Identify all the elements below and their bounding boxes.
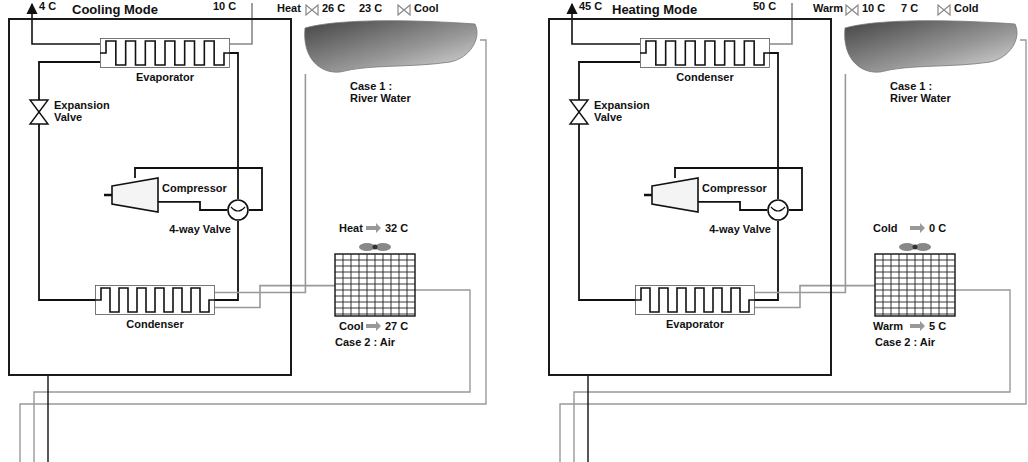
air-coil: Case 2 : Air [875,240,955,316]
flow-label: Warm [812,2,844,14]
river-water-symbol [300,18,480,74]
water-pipe [215,286,335,308]
refrigerant-pipe [698,202,767,210]
component-label: Case 2 : Air [335,336,395,348]
heat-exchanger: Evaporator [635,285,755,315]
heat-exchanger-symbol [100,38,230,68]
expansion-valve: Expansion Valve [30,100,48,124]
temperature-label: 7 C [900,2,919,14]
component-label: 4-way Valve [681,223,771,235]
compressor-symbol [112,178,158,212]
component-label: Expansion Valve [594,99,656,123]
component-label: Case 1 : River Water [890,80,962,104]
flow-label: Cool [413,2,439,14]
water-pipe [755,286,875,308]
flow-label: Cold [953,2,979,14]
temperature-label: 0 C [928,222,947,234]
temperature-label: 4 C [38,0,57,12]
refrigerant-pipe [579,124,635,300]
flow-label: Cold [872,222,898,234]
four-way-valve: 4-way Valve [767,199,789,221]
mode-title: Heating Mode [612,2,697,17]
expansion-valve: Expansion Valve [570,100,588,124]
temperature-label: 32 C [384,222,409,234]
heat-exchanger-symbol [635,285,755,315]
component-label: Evaporator [100,71,230,83]
heat-exchanger: Evaporator [100,38,230,68]
four-way-valve-symbol [767,199,789,221]
component-label: Evaporator [635,318,755,330]
mode-title: Cooling Mode [72,2,158,17]
four-way-valve-symbol [227,199,249,221]
refrigerant-pipe [39,124,95,300]
compressor: Compressor [112,178,158,212]
air-coil-symbol [335,240,415,316]
compressor: Compressor [652,178,698,212]
flow-label: Cool [338,320,364,332]
four-way-valve: 4-way Valve [227,199,249,221]
river-water-symbol [840,18,1020,74]
component-label: Compressor [702,182,767,194]
temperature-label: 10 C [861,2,886,14]
component-label: 4-way Valve [141,223,231,235]
refrigerant-pipe [230,53,238,199]
mode-panel: Heating ModeCondenserExpansion ValveComp… [548,18,832,376]
expansion-valve-symbol [30,100,48,124]
heat-exchanger-symbol [640,38,770,68]
component-label: Condenser [95,318,215,330]
river-water: Case 1 : River Water [840,18,1020,74]
flow-label: Heat [276,2,302,14]
river-water: Case 1 : River Water [300,18,480,74]
compressor-symbol [652,178,698,212]
temperature-label: 26 C [321,2,346,14]
component-label: Case 2 : Air [875,336,935,348]
component-label: Expansion Valve [54,99,116,123]
component-label: Case 1 : River Water [350,80,422,104]
temperature-label: 45 C [578,0,603,12]
air-coil: Case 2 : Air [335,240,415,316]
air-coil-symbol [875,240,955,316]
temperature-label: 23 C [358,2,383,14]
temperature-label: 27 C [384,320,409,332]
temperature-label: 5 C [928,320,947,332]
refrigerant-pipe [579,62,640,100]
refrigerant-pipe [770,53,778,199]
refrigerant-pipe [39,62,100,100]
refrigerant-pipe [158,202,227,210]
heat-exchanger: Condenser [95,285,215,315]
heat-exchanger: Condenser [640,38,770,68]
heat-exchanger-symbol [95,285,215,315]
flow-label: Heat [338,222,364,234]
expansion-valve-symbol [570,100,588,124]
mode-panel: Cooling ModeEvaporatorExpansion ValveCom… [8,18,292,376]
flow-label: Warm [872,320,904,332]
component-label: Compressor [162,182,227,194]
temperature-label: 10 C [212,0,237,12]
component-label: Condenser [640,71,770,83]
temperature-label: 50 C [752,0,777,12]
